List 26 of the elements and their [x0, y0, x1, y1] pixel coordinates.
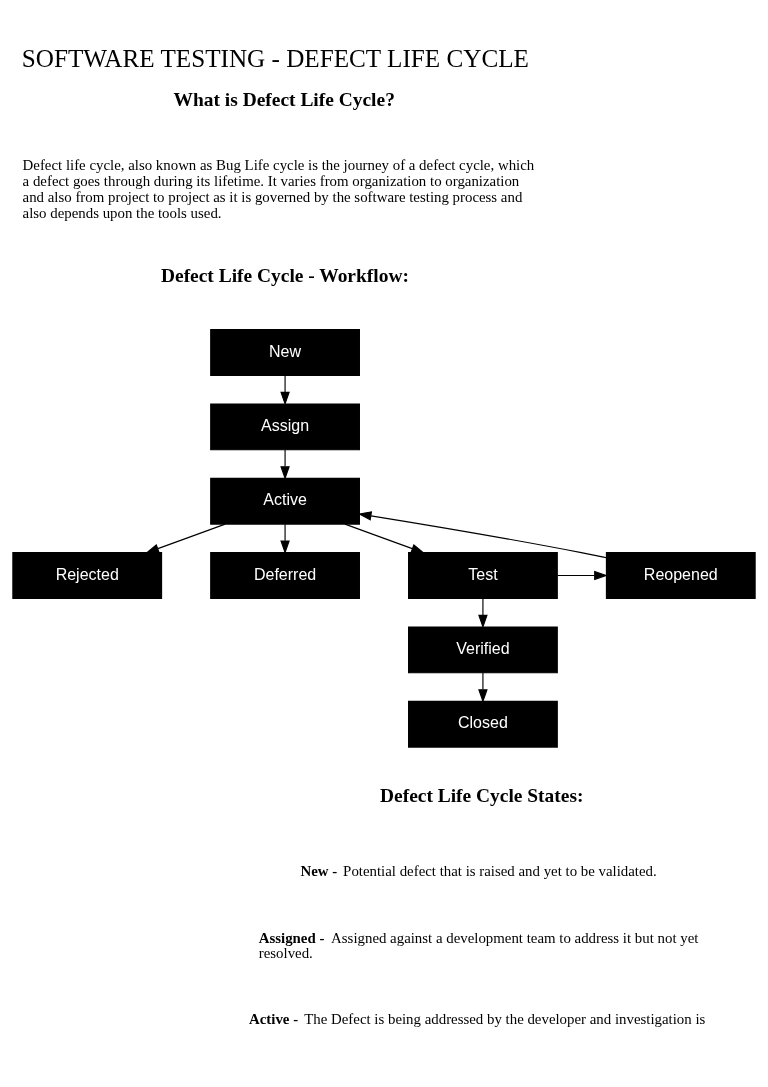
- label: What is Defect Life Cycle?: [173, 88, 395, 110]
- node-box: Closed: [408, 700, 558, 748]
- node-box: Rejected: [12, 552, 163, 599]
- arrow: [344, 523, 425, 554]
- node-box: Verified: [408, 626, 558, 674]
- arrow: [556, 570, 608, 581]
- label: New - Potential defect that is raised and yet to be validated.: [300, 862, 657, 879]
- node-box: Active: [210, 477, 360, 525]
- label: Defect life cycle, also known as Bug Life cycle is the journey of a defect cycle, which a defect goes through during its lifetime. It varies from organization to organization and also from project to project as it is governed by the software testing process and also depends upon the tools used.: [22, 156, 535, 222]
- arrow: [280, 375, 290, 406]
- arrow: [357, 511, 607, 559]
- node-box: Reopened: [605, 552, 756, 599]
- node-box: Deferred: [210, 552, 360, 599]
- arrow: [145, 523, 226, 554]
- label: Defect Life Cycle States:: [380, 785, 584, 807]
- label: Assigned - Assigned against a development team to address it but not yet resolved.: [258, 930, 699, 961]
- node-box: Assign: [210, 403, 360, 451]
- arrow: [478, 672, 488, 703]
- arrow: [478, 598, 488, 629]
- arrow: [280, 523, 290, 555]
- node-box: Test: [408, 552, 558, 599]
- diagram-title: SOFTWARE TESTING - DEFECT LIFE CYCLE: [21, 45, 529, 73]
- arrow: [280, 449, 290, 480]
- label: Defect Life Cycle - Workflow:: [160, 264, 409, 286]
- node-box: New: [210, 329, 360, 376]
- label: Active - The Defect is being addressed by the developer and investigation is: [249, 1011, 706, 1028]
